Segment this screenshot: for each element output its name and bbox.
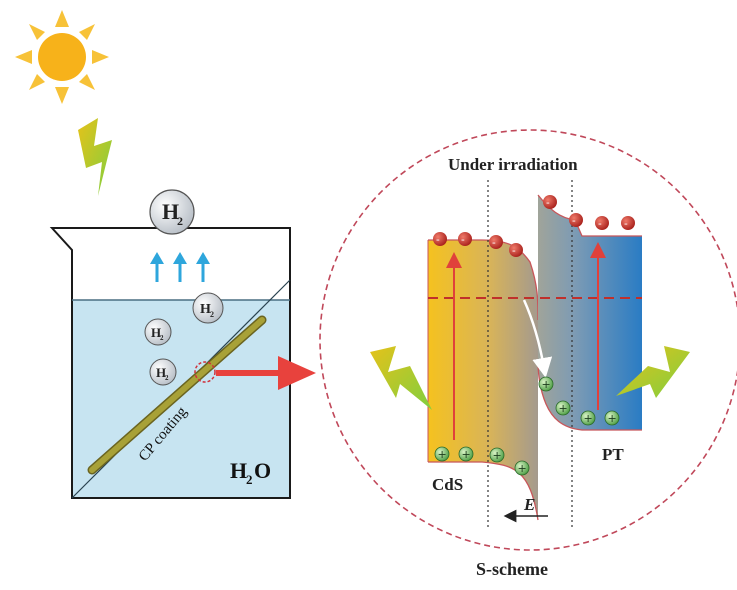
svg-text:-: - xyxy=(492,236,496,249)
hole: + xyxy=(555,400,571,416)
svg-text:-: - xyxy=(572,214,576,227)
hole: + xyxy=(458,446,474,462)
hydrogen-bubble-small: H 2 xyxy=(149,358,177,386)
water-label: H 2 O xyxy=(230,458,271,487)
svg-text:H: H xyxy=(200,302,211,317)
svg-text:-: - xyxy=(624,217,628,230)
svg-text:O: O xyxy=(254,458,271,483)
cp-coating-rod xyxy=(87,315,267,475)
scheme-title: S-scheme xyxy=(476,559,548,579)
hole: + xyxy=(604,410,620,426)
cds-band xyxy=(428,240,538,520)
hole: + xyxy=(580,410,596,426)
svg-text:2: 2 xyxy=(210,310,214,319)
electron: - xyxy=(595,216,609,230)
svg-text:+: + xyxy=(462,448,471,461)
svg-text:-: - xyxy=(461,233,465,246)
svg-text:-: - xyxy=(512,244,516,257)
rising-gas-arrows xyxy=(150,252,210,282)
svg-text:E: E xyxy=(523,495,535,514)
condition-label: Under irradiation xyxy=(448,155,578,174)
pt-band xyxy=(538,195,642,430)
svg-text:-: - xyxy=(546,196,550,209)
svg-text:2: 2 xyxy=(165,374,169,382)
svg-text:2: 2 xyxy=(160,334,164,342)
left-material-label: CdS xyxy=(432,475,463,494)
right-material-label: PT xyxy=(602,445,624,464)
pt-electrons: - - - - xyxy=(543,195,635,230)
hydrogen-bubble-small: H 2 xyxy=(192,292,224,324)
svg-text:+: + xyxy=(542,378,551,391)
electron: - xyxy=(458,232,472,246)
lightning-bolt-icon xyxy=(616,346,690,398)
electron: - xyxy=(433,232,447,246)
electron: - xyxy=(569,213,583,227)
electron: - xyxy=(489,235,503,249)
svg-text:2: 2 xyxy=(177,214,183,228)
zoom-origin-circle xyxy=(194,361,216,383)
hole: + xyxy=(489,447,505,463)
svg-text:+: + xyxy=(584,412,593,425)
svg-text:2: 2 xyxy=(246,472,253,487)
electron: - xyxy=(543,195,557,209)
cds-electrons: - - - - xyxy=(433,232,523,257)
svg-text:H: H xyxy=(151,325,161,340)
hole: + xyxy=(514,460,530,476)
electron: - xyxy=(509,243,523,257)
cds-holes: + + + + xyxy=(434,446,530,476)
electron: - xyxy=(621,216,635,230)
lightning-bolt-icon xyxy=(78,118,112,196)
sun-icon xyxy=(15,10,109,104)
svg-text:+: + xyxy=(493,449,502,462)
zoom-arrow xyxy=(216,356,316,390)
svg-text:+: + xyxy=(438,448,447,461)
svg-text:H: H xyxy=(156,365,166,380)
hole: + xyxy=(538,376,554,392)
svg-text:H: H xyxy=(162,199,179,224)
svg-text:-: - xyxy=(598,217,602,230)
pt-holes: + + + + xyxy=(538,376,620,426)
svg-text:-: - xyxy=(436,233,440,246)
hole: + xyxy=(434,446,450,462)
svg-text:+: + xyxy=(518,462,527,475)
svg-text:+: + xyxy=(559,402,568,415)
hydrogen-bubble-main: H 2 xyxy=(149,189,195,235)
svg-text:H: H xyxy=(230,458,247,483)
electric-field-arrow: E xyxy=(503,495,548,523)
lightning-bolt-icon xyxy=(370,346,432,410)
recombination-arrow xyxy=(522,299,553,378)
hydrogen-bubble-small: H 2 xyxy=(144,318,172,346)
svg-text:+: + xyxy=(608,412,617,425)
